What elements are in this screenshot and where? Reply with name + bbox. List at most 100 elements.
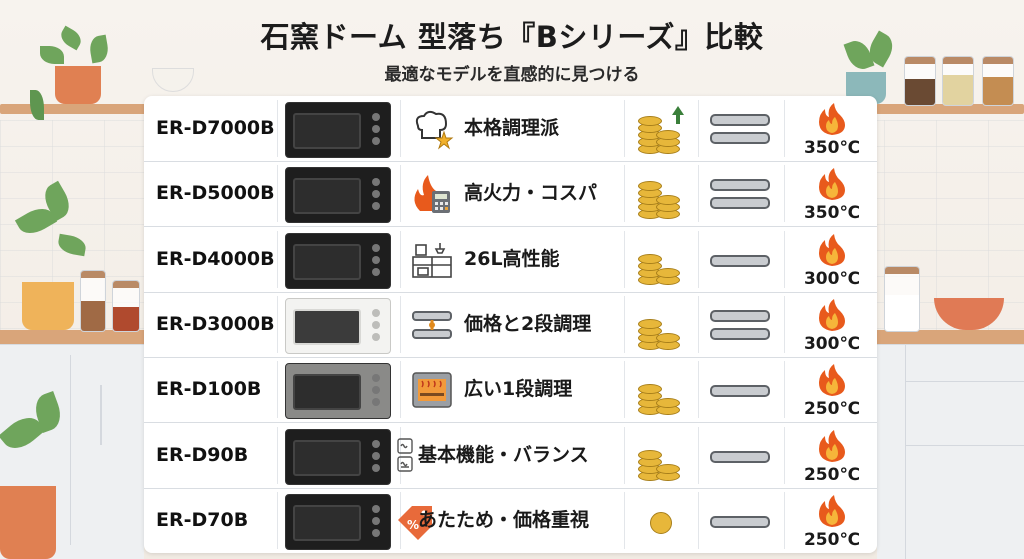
tray-icon [710, 114, 770, 126]
model-name: ER-D100B [156, 378, 262, 401]
control-knob [372, 308, 380, 317]
control-panel [368, 111, 384, 149]
max-temperature: 250℃ [792, 492, 872, 552]
max-temperature: 350℃ [792, 165, 872, 225]
control-knob [372, 320, 380, 329]
oven-window [293, 243, 361, 280]
oven-window [293, 178, 361, 215]
feature-label: 本格調理派 [464, 117, 560, 139]
coin-icon [638, 116, 662, 126]
control-panel [368, 372, 384, 410]
column-divider [400, 100, 401, 157]
column-divider [277, 165, 278, 223]
page-title: 石窯ドーム 型落ち『Bシリーズ』比較 [260, 20, 764, 54]
control-panel [368, 176, 384, 214]
plant-pot-icon [55, 66, 101, 104]
temperature-label: 300℃ [803, 268, 861, 289]
feature-label: 広い1段調理 [464, 378, 573, 401]
tray-count-icon [710, 171, 772, 219]
flame-icon [816, 233, 848, 267]
column-divider [277, 426, 278, 484]
feature-label: 価格と2段調理 [464, 312, 592, 335]
tray-icon [710, 385, 770, 398]
control-knob [372, 439, 380, 448]
flame-icon [816, 494, 848, 528]
column-divider [698, 491, 699, 549]
coin-icon [656, 195, 680, 206]
column-divider [624, 295, 625, 353]
column-divider [784, 426, 785, 484]
model-name: ER-D5000B [156, 182, 275, 205]
max-temperature: 250℃ [792, 361, 872, 421]
table-row: ER-D5000B 高火力・コスパ 350℃ [144, 161, 877, 228]
max-temperature: 250℃ [792, 427, 872, 487]
feature-label: あたため・価格重視 [418, 508, 590, 531]
table-row: ER-D100B 広い1段調理 250℃ [144, 357, 877, 424]
tray-count-icon [710, 237, 772, 285]
left-shelf [0, 104, 150, 114]
coin-icon [656, 463, 680, 474]
max-temperature: 350℃ [792, 100, 872, 160]
price-level-coins [638, 106, 690, 154]
column-divider [698, 230, 699, 288]
right-shelf [876, 104, 1024, 114]
control-knob [372, 113, 380, 121]
tray-icon [710, 515, 770, 528]
column-divider [277, 295, 278, 353]
control-knob [372, 267, 380, 276]
oven-interior-icon [410, 369, 454, 411]
control-knob [372, 504, 380, 513]
discount-tag-icon: % [394, 500, 432, 542]
arrow-up-icon [676, 114, 680, 124]
coin-icon [638, 181, 662, 192]
temperature-label: 350℃ [803, 138, 861, 158]
column-divider [277, 230, 278, 288]
coin-icon [650, 511, 672, 534]
jar-icon [112, 280, 140, 332]
jar-icon [942, 56, 974, 106]
column-divider [784, 361, 785, 419]
model-name: ER-D70B [156, 508, 249, 531]
oven-window [293, 308, 361, 345]
page-subtitle: 最適なモデルを直感的に見つける [384, 65, 640, 85]
coin-icon [638, 449, 662, 460]
control-panel [368, 438, 384, 476]
control-knob [372, 451, 380, 460]
svg-text:%: % [407, 518, 419, 532]
column-divider [698, 295, 699, 353]
tray-count-icon [710, 367, 772, 415]
column-divider [400, 295, 401, 353]
right-counter [877, 330, 1024, 344]
kitchen-icon [410, 239, 454, 281]
tray-icon [710, 254, 770, 267]
control-knob [372, 125, 380, 133]
column-divider [698, 100, 699, 157]
flame-icon [816, 363, 848, 397]
control-panel [368, 307, 384, 345]
left-cabinet [0, 344, 144, 559]
feature-label: 高火力・コスパ [464, 182, 598, 205]
column-divider [624, 491, 625, 549]
tray-icon [710, 450, 770, 463]
microwave-oven-icon [285, 297, 391, 354]
plant-pot-icon [22, 282, 74, 330]
column-divider [784, 165, 785, 223]
column-divider [400, 426, 401, 484]
tray-icon [710, 327, 770, 340]
control-knob [372, 528, 380, 537]
column-divider [698, 426, 699, 484]
column-divider [698, 165, 699, 223]
temperature-label: 300℃ [803, 333, 861, 354]
feature-label: 基本機能・バランス [418, 443, 589, 466]
tray-count-icon [710, 498, 772, 546]
column-divider [784, 230, 785, 288]
coin-icon [638, 384, 662, 395]
price-level-coins [638, 433, 690, 481]
max-temperature: 300℃ [792, 231, 872, 291]
microwave-oven-icon [285, 102, 391, 158]
column-divider [277, 361, 278, 419]
control-knob [372, 202, 380, 211]
column-divider [784, 100, 785, 157]
